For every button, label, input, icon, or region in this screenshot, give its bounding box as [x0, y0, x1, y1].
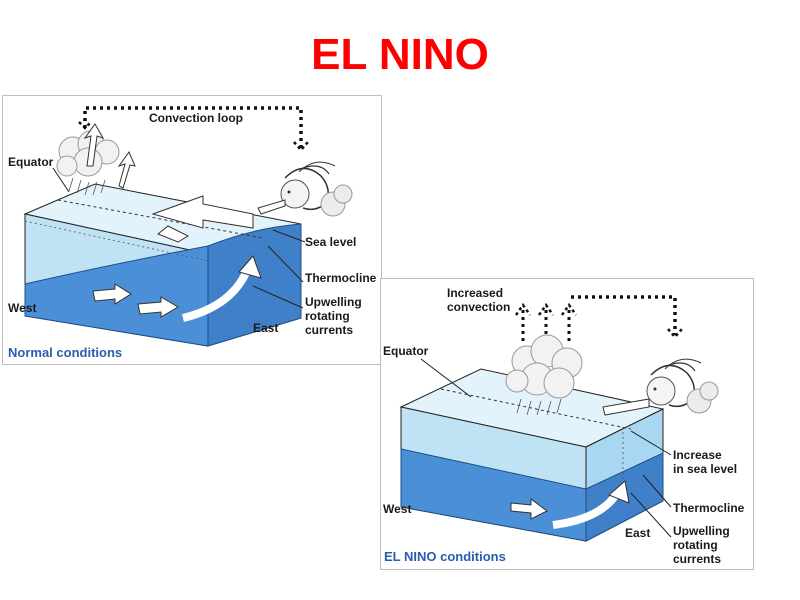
equator-label: Equator	[383, 344, 429, 358]
increase-sea-level-label-1: Increase	[673, 448, 722, 462]
west-label: West	[383, 502, 411, 516]
upwelling-label-3: currents	[305, 323, 353, 337]
normal-conditions-panel: Convection loop	[2, 95, 382, 365]
upwelling-label-2: rotating	[305, 309, 350, 323]
label-leaders	[420, 358, 672, 538]
deep-current-arrows	[510, 480, 630, 529]
normal-conditions-caption: Normal conditions	[8, 345, 122, 360]
increased-convection-label-1: Increased	[447, 286, 503, 300]
west-label: West	[8, 301, 36, 315]
elnino-conditions-panel: Increased convection	[380, 278, 754, 570]
label-leaders	[52, 167, 306, 309]
rain-lines	[516, 398, 562, 416]
thermocline-label: Thermocline	[673, 501, 745, 515]
upwelling-label-3: currents	[673, 552, 721, 566]
convection-loop-arrow	[78, 106, 309, 152]
increase-sea-level-label-2: in sea level	[673, 462, 737, 476]
rising-air-arrows	[83, 123, 136, 189]
wind-arrow	[257, 199, 286, 215]
elnino-conditions-diagram: Increased convection	[383, 286, 745, 566]
east-label: East	[253, 321, 278, 335]
elnino-conditions-caption: EL NINO conditions	[384, 549, 506, 564]
deep-current-arrows	[92, 255, 262, 322]
wind-face-icon	[646, 358, 719, 414]
upwelling-label-2: rotating	[673, 538, 718, 552]
convection-loop-label: Convection loop	[149, 111, 243, 125]
thermocline-label: Thermocline	[305, 271, 377, 285]
east-label: East	[625, 526, 650, 540]
equator-label: Equator	[8, 155, 54, 169]
wind-face-icon	[280, 161, 353, 217]
increased-convection-label-2: convection	[447, 300, 510, 314]
upwelling-label-1: Upwelling	[305, 295, 362, 309]
normal-conditions-diagram: Convection loop	[8, 106, 377, 360]
cloud-icon	[505, 334, 583, 399]
cloud-icon	[56, 130, 120, 177]
wind-arrow	[602, 398, 650, 416]
rain-lines	[68, 177, 106, 196]
page-title: EL NINO	[311, 30, 489, 79]
sea-level-label: Sea level	[305, 235, 356, 249]
surface-current-arrow	[151, 195, 254, 243]
increased-convection-arrow	[514, 295, 683, 341]
upwelling-label-1: Upwelling	[673, 524, 730, 538]
